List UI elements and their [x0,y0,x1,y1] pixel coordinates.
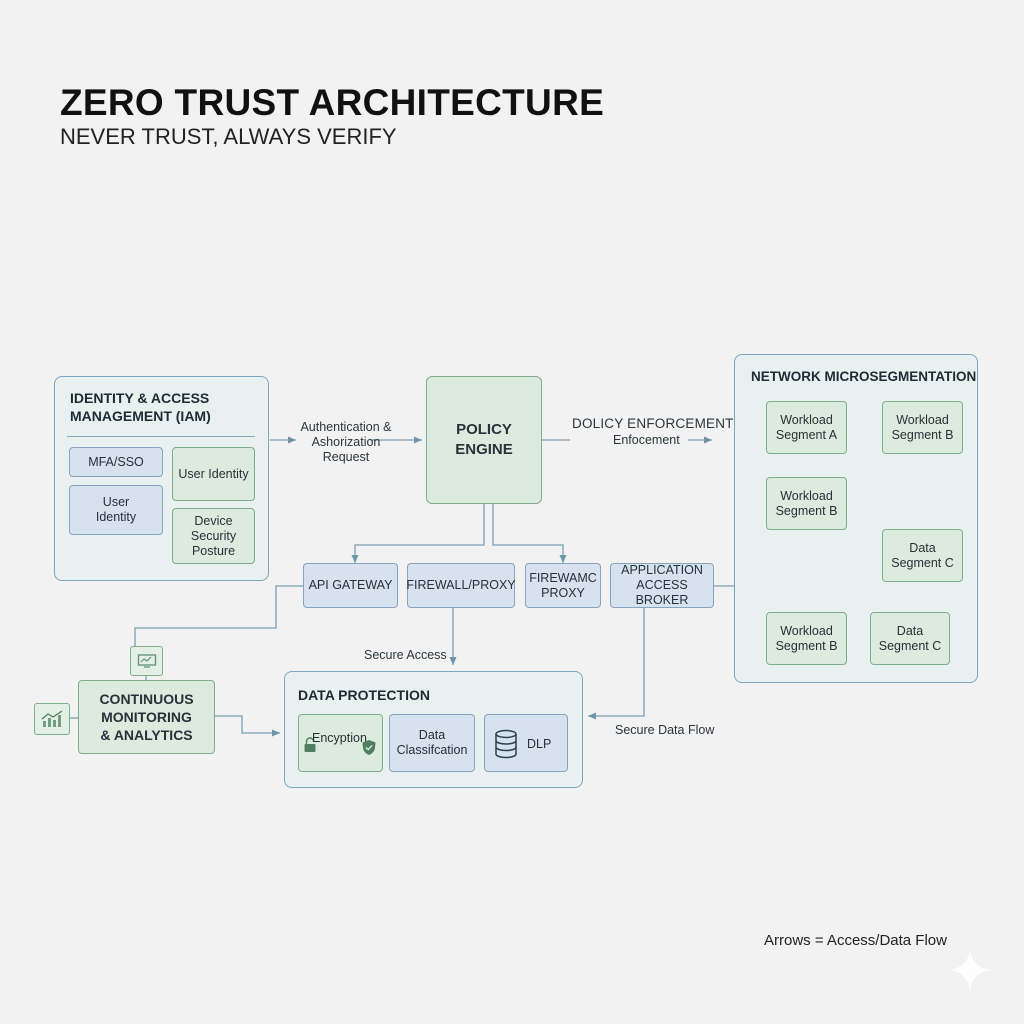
sparkle-icon-svg [948,948,992,992]
segment-data-c-top[interactable]: Data Segment C [882,529,963,582]
monitoring-l2: MONITORING [101,709,192,725]
iam-title-line2: MANAGEMENT (IAM) [70,408,211,424]
segment-workload-b-mid[interactable]: Workload Segment B [766,477,847,530]
iam-title-line1: IDENTITY & ACCESS [70,390,210,406]
enforce-l2: Enfocement [613,433,680,447]
iam-divider [67,436,255,437]
database-icon [494,729,518,763]
policy-engine-l2: ENGINE [455,441,513,458]
arrow-engine-to-firewamc [492,504,567,563]
seg3-l2: Segment B [775,503,838,518]
app-access-broker-box[interactable]: APPLICATION ACCESS BROKER [610,563,714,608]
dlp-box[interactable]: DLP [484,714,568,772]
policy-enforcement-label: DOLICY ENFORCEMENT Enfocement [572,416,734,448]
device-l1: Device [194,513,233,528]
api-gateway-label: API GATEWAY [308,578,393,592]
classification-l2: Classifcation [396,743,468,757]
enforce-l1: DOLICY ENFORCEMENT [572,416,734,431]
seg6-l2: Segment C [878,638,942,653]
broker-l1: APPLICATION [621,563,703,577]
firewamc-l1: FIREWAMC [529,570,597,585]
line-api-to-monitoring [134,585,303,646]
seg6-l1: Data [896,623,924,638]
shield-icon [361,739,377,760]
segment-data-c-bottom[interactable]: Data Segment C [870,612,950,665]
policy-engine-box[interactable]: POLICY ENGINE [426,376,542,504]
device-l3: Posture [191,543,236,558]
database-icon-svg [495,729,517,759]
mfa-sso-label: MFA/SSO [88,454,144,469]
classification-l1: Data [418,728,446,742]
auth-request-label: Authentication & Ashorization Request [296,420,396,465]
sparkle-icon [946,946,994,999]
device-l2: Security [190,528,237,543]
policy-engine-l1: POLICY [456,421,512,438]
shield-icon-svg [362,740,376,755]
firewamc-proxy-box[interactable]: FIREWAMC PROXY [525,563,601,608]
seg4-l2: Segment C [891,555,954,570]
secure-data-flow-label: Secure Data Flow [615,723,715,737]
data-classification-box[interactable]: Data Classifcation [389,714,475,772]
user-identity-left-l2: Identity [95,510,137,524]
auth-l2: Ashorization [311,435,381,449]
broker-l2: ACCESS BROKER [635,578,689,607]
arrow-engine-to-api [351,504,485,563]
auth-l3: Request [322,450,370,464]
user-identity-box-right[interactable]: User Identity [172,447,255,501]
api-gateway-box[interactable]: API GATEWAY [303,563,398,608]
secure-access-label: Secure Access [364,648,447,662]
data-protection-title: DATA PROTECTION [298,687,430,703]
user-identity-box-left[interactable]: User Identity [69,485,163,535]
seg3-l1: Workload [780,488,833,503]
encryption-box[interactable]: Encyption [298,714,383,772]
user-identity-right-label: User Identity [178,466,249,481]
seg2-l2: Segment B [891,427,954,442]
firewall-proxy-box[interactable]: FIREWALL/PROXY [406,563,516,608]
user-identity-left-l1: User [102,495,130,509]
monitoring-l1: CONTINUOUS [99,691,194,707]
seg5-l2: Segment B [775,638,838,653]
segment-workload-b-top[interactable]: Workload Segment B [882,401,963,454]
segment-workload-a[interactable]: Workload Segment A [766,401,847,454]
chart-icon-svg [41,710,63,727]
chart-icon [34,703,70,735]
lock-icon [303,737,317,757]
legend-text: Arrows = Access/Data Flow [764,932,947,949]
page-title: ZERO TRUST ARCHITECTURE [60,82,605,123]
dlp-label: DLP [527,737,552,751]
segment-workload-b-bottom[interactable]: Workload Segment B [766,612,847,665]
firewall-proxy-label: FIREWALL/PROXY [406,578,516,592]
lock-icon-svg [304,737,316,752]
arrow-secure-data-flow [588,608,645,720]
mfa-sso-box[interactable]: MFA/SSO [69,447,163,477]
network-title: NETWORK MICROSEGMENTATION [751,369,977,384]
page-subtitle: NEVER TRUST, ALWAYS VERIFY [60,124,397,149]
auth-l1: Authentication & [300,420,392,434]
seg2-l1: Workload [896,412,949,427]
monitoring-l3: & ANALYTICS [100,727,193,743]
arrow-monitoring-to-dataprot [215,715,280,737]
iam-title: IDENTITY & ACCESS MANAGEMENT (IAM) [70,389,211,425]
monitoring-analytics-box[interactable]: CONTINUOUS MONITORING & ANALYTICS [78,680,215,754]
seg4-l1: Data [909,540,936,555]
device-posture-box[interactable]: Device Security Posture [172,508,255,564]
firewamc-l2: PROXY [541,585,585,600]
monitor-icon-svg [137,654,156,668]
iam-group: IDENTITY & ACCESS MANAGEMENT (IAM) MFA/S… [54,376,269,581]
encryption-label: Encyption [312,731,367,745]
monitor-icon [130,646,163,676]
seg1-l1: Workload [780,412,833,427]
seg5-l1: Workload [780,623,833,638]
seg1-l2: Segment A [775,427,838,442]
